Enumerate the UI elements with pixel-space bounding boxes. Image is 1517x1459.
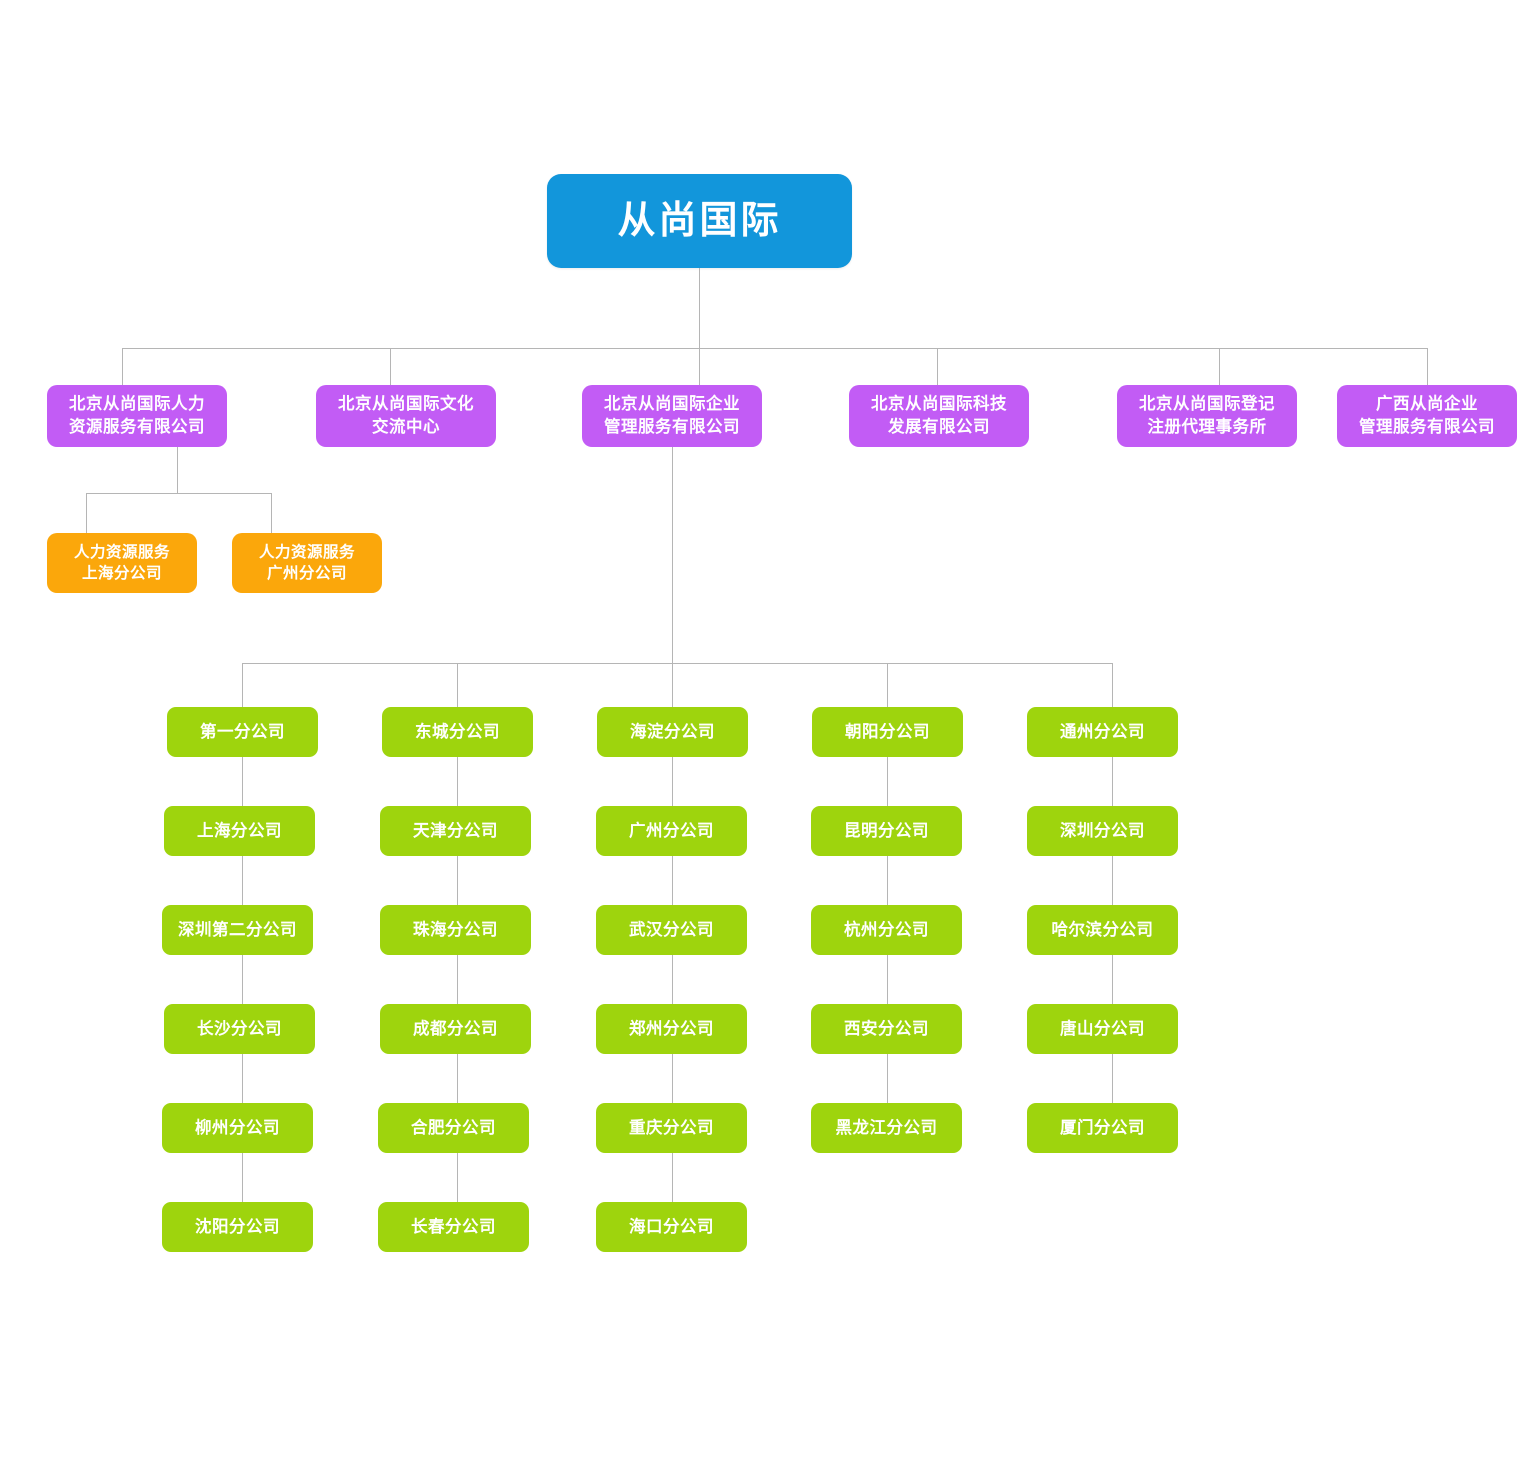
branch-node-col2-row3[interactable]: 珠海分公司 [380, 905, 531, 955]
branch-node-col3-row5[interactable]: 重庆分公司 [596, 1103, 747, 1153]
connector-col-2-row-3-4 [457, 955, 458, 1004]
connector-col-3-row-2-3 [672, 856, 673, 905]
connector-drop-branch-col-1 [242, 663, 243, 707]
branch-node-col5-row3[interactable]: 哈尔滨分公司 [1027, 905, 1178, 955]
connector-col-3-row-1-2 [672, 757, 673, 806]
connector-col-1-row-5-6 [242, 1153, 243, 1202]
connector-col-4-row-4-5 [887, 1054, 888, 1103]
branch-node-col1-row6[interactable]: 沈阳分公司 [162, 1202, 313, 1252]
connector-drop-branch-col-5 [1112, 663, 1113, 707]
connector-col-2-row-4-5 [457, 1054, 458, 1103]
hr-branch-node-shanghai[interactable]: 人力资源服务 上海分公司 [47, 533, 197, 593]
subsidiary-node-hr-service[interactable]: 北京从尚国际人力 资源服务有限公司 [47, 385, 227, 447]
connector-col-3-row-4-5 [672, 1054, 673, 1103]
root-node-congshang-international[interactable]: 从尚国际 [547, 174, 852, 268]
subsidiary-node-culture-exchange[interactable]: 北京从尚国际文化 交流中心 [316, 385, 496, 447]
branch-node-col3-row6[interactable]: 海口分公司 [596, 1202, 747, 1252]
connector-col-1-row-1-2 [242, 757, 243, 806]
connector-drop-hr-branch-1 [86, 493, 87, 533]
connector-col-1-row-3-4 [242, 955, 243, 1004]
branch-node-col2-row4[interactable]: 成都分公司 [380, 1004, 531, 1054]
connector-branch-bus [242, 663, 1112, 664]
branch-node-col4-row4[interactable]: 西安分公司 [811, 1004, 962, 1054]
connector-col-3-row-5-6 [672, 1153, 673, 1202]
connector-drop-hr-branch-2 [271, 493, 272, 533]
connector-col-4-row-1-2 [887, 757, 888, 806]
branch-node-col1-row4[interactable]: 长沙分公司 [164, 1004, 315, 1054]
subsidiary-node-enterprise-management[interactable]: 北京从尚国际企业 管理服务有限公司 [582, 385, 762, 447]
hr-branch-node-guangzhou[interactable]: 人力资源服务 广州分公司 [232, 533, 382, 593]
connector-drop-branch-col-4 [887, 663, 888, 707]
connector-col-1-row-4-5 [242, 1054, 243, 1103]
branch-node-col3-row3[interactable]: 武汉分公司 [596, 905, 747, 955]
connector-col-5-row-2-3 [1112, 856, 1113, 905]
connector-col-2-row-1-2 [457, 757, 458, 806]
connector-col-4-row-3-4 [887, 955, 888, 1004]
connector-root-stem [699, 268, 700, 348]
branch-node-col1-row1[interactable]: 第一分公司 [167, 707, 318, 757]
branch-node-col3-row1[interactable]: 海淀分公司 [597, 707, 748, 757]
branch-node-col4-row1[interactable]: 朝阳分公司 [812, 707, 963, 757]
branch-node-col2-row5[interactable]: 合肥分公司 [378, 1103, 529, 1153]
branch-node-col3-row4[interactable]: 郑州分公司 [596, 1004, 747, 1054]
connector-drop-subsidiary-3 [699, 348, 700, 385]
branch-node-col2-row6[interactable]: 长春分公司 [378, 1202, 529, 1252]
connector-drop-branch-col-3 [672, 663, 673, 707]
branch-node-col5-row5[interactable]: 厦门分公司 [1027, 1103, 1178, 1153]
connector-drop-subsidiary-4 [937, 348, 938, 385]
connector-drop-subsidiary-6 [1427, 348, 1428, 385]
branch-node-col2-row2[interactable]: 天津分公司 [380, 806, 531, 856]
connector-col-2-row-5-6 [457, 1153, 458, 1202]
connector-col-4-row-2-3 [887, 856, 888, 905]
branch-node-col1-row2[interactable]: 上海分公司 [164, 806, 315, 856]
connector-col-5-row-1-2 [1112, 757, 1113, 806]
branch-node-col4-row3[interactable]: 杭州分公司 [811, 905, 962, 955]
connector-drop-subsidiary-5 [1219, 348, 1220, 385]
branch-node-col5-row1[interactable]: 通州分公司 [1027, 707, 1178, 757]
branch-node-col5-row4[interactable]: 唐山分公司 [1027, 1004, 1178, 1054]
branch-node-col2-row1[interactable]: 东城分公司 [382, 707, 533, 757]
connector-level2-bus [122, 348, 1428, 349]
branch-node-col4-row5[interactable]: 黑龙江分公司 [811, 1103, 962, 1153]
subsidiary-node-technology-development[interactable]: 北京从尚国际科技 发展有限公司 [849, 385, 1029, 447]
connector-enterprise-stem [672, 447, 673, 663]
subsidiary-node-registration-agency[interactable]: 北京从尚国际登记 注册代理事务所 [1117, 385, 1297, 447]
connector-hr-bus [86, 493, 272, 494]
branch-node-col1-row5[interactable]: 柳州分公司 [162, 1103, 313, 1153]
connector-col-3-row-3-4 [672, 955, 673, 1004]
branch-node-col3-row2[interactable]: 广州分公司 [596, 806, 747, 856]
connector-drop-subsidiary-2 [390, 348, 391, 385]
connector-col-5-row-3-4 [1112, 955, 1113, 1004]
connector-col-5-row-4-5 [1112, 1054, 1113, 1103]
connector-col-2-row-2-3 [457, 856, 458, 905]
connector-col-1-row-2-3 [242, 856, 243, 905]
connector-hr-stem [177, 447, 178, 493]
connector-drop-branch-col-2 [457, 663, 458, 707]
branch-node-col4-row2[interactable]: 昆明分公司 [811, 806, 962, 856]
branch-node-col1-row3[interactable]: 深圳第二分公司 [162, 905, 313, 955]
subsidiary-node-guangxi-management[interactable]: 广西从尚企业 管理服务有限公司 [1337, 385, 1517, 447]
connector-drop-subsidiary-1 [122, 348, 123, 385]
branch-node-col5-row2[interactable]: 深圳分公司 [1027, 806, 1178, 856]
